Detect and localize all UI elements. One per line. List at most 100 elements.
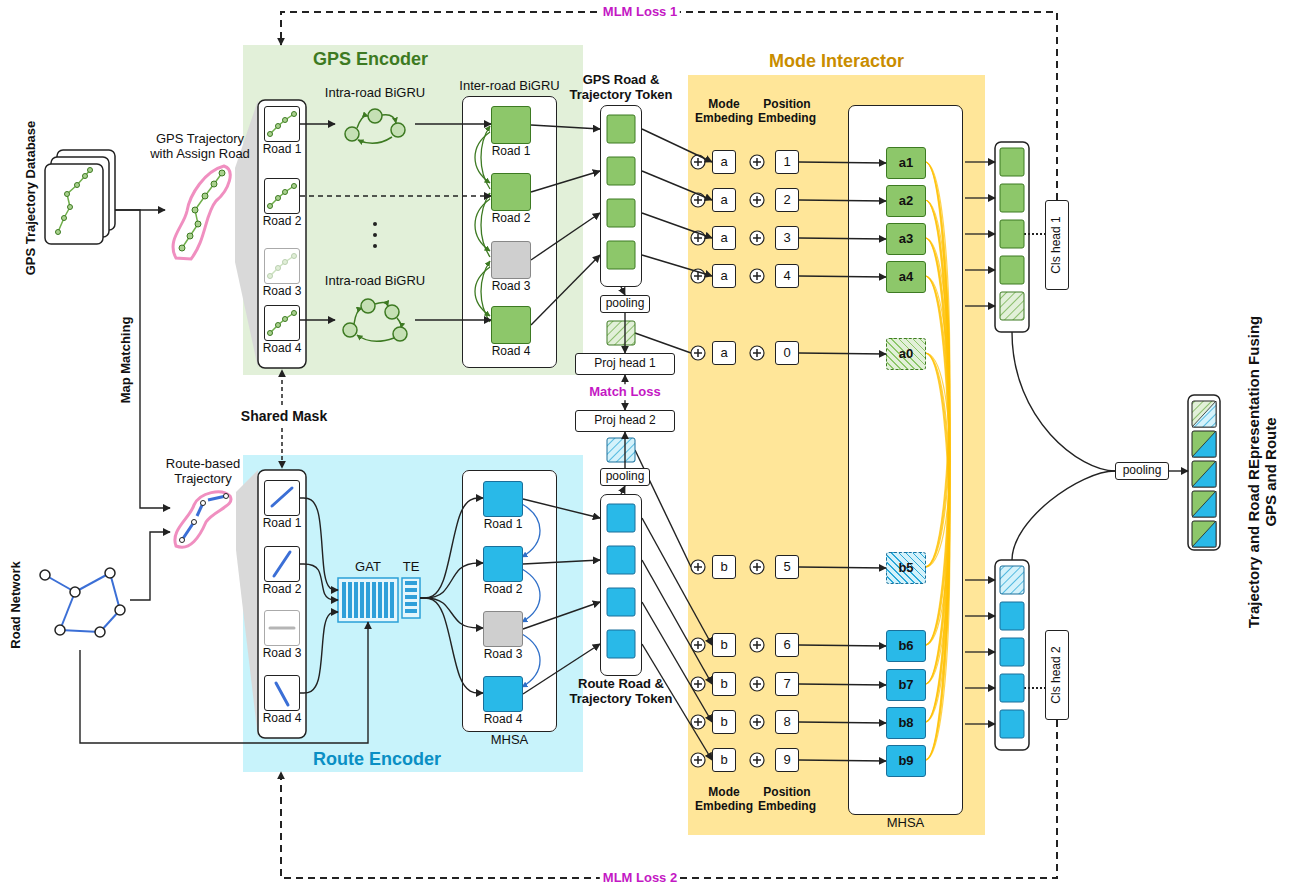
icon-node: GPS Trajectory with Assign Road — [165, 165, 235, 265]
icon-node: GPS Trajectory Database — [45, 150, 115, 245]
plus-symbol — [691, 346, 705, 360]
plus-symbol — [750, 231, 764, 245]
panel-box: Route Road & Trajectory Token — [600, 494, 642, 676]
token-square — [1000, 638, 1024, 666]
node-label: Route Road & Trajectory Token — [569, 677, 673, 707]
plus-symbol — [750, 155, 764, 169]
te-bar — [405, 595, 417, 599]
plus-symbol — [691, 193, 705, 207]
process-box: pooling — [600, 295, 650, 313]
node-label: a — [720, 155, 727, 170]
panel-box: GPS Road & Trajectory Token — [600, 105, 642, 287]
output-arrow — [965, 269, 995, 270]
route-road-icon — [270, 627, 294, 630]
token-square — [1000, 710, 1024, 738]
node-label: b — [720, 715, 727, 730]
token-box: a3 — [886, 223, 926, 255]
token-box: Road 1 — [483, 481, 523, 517]
node-label: a1 — [899, 156, 913, 171]
node-label: Road 3 — [484, 648, 523, 662]
edge-label: MLM Loss 2 — [600, 870, 680, 886]
road-box: Road 1 — [264, 480, 300, 516]
node-label: Road 4 — [263, 342, 302, 356]
connector — [531, 171, 600, 192]
process-box: Proj head 2 — [575, 410, 675, 432]
edge-label: Match Loss — [586, 384, 664, 400]
attention-arc — [522, 504, 540, 557]
route-road-icon — [274, 552, 290, 576]
node-label: GPS Trajectory Database — [24, 120, 39, 275]
token-box: a2 — [886, 185, 926, 217]
te-bar — [405, 588, 417, 592]
connector — [642, 171, 712, 200]
connector — [420, 598, 483, 628]
route-road-icon — [276, 683, 288, 705]
icon-node: Route-based Trajectory — [170, 490, 236, 550]
icon-node: Intra-road BiGRU — [335, 292, 415, 342]
node-label: a3 — [899, 232, 913, 247]
node-label: 3 — [783, 231, 790, 246]
node-label: Proj head 1 — [594, 357, 655, 371]
node-label: b7 — [898, 678, 913, 693]
plus-symbol — [750, 346, 764, 360]
node-label: 7 — [783, 677, 790, 692]
gat-bar — [378, 582, 382, 618]
token-square — [607, 321, 635, 345]
attention-curve — [925, 238, 950, 760]
gru-arc — [481, 261, 490, 322]
token-square — [607, 199, 635, 227]
gat-bar — [354, 582, 358, 618]
connector — [281, 720, 1057, 878]
node-label: pooling — [606, 470, 645, 484]
connector — [300, 319, 335, 320]
embedding-box: b — [712, 748, 736, 772]
token-square — [1000, 220, 1024, 248]
region-panel: Road 1Road 2Road 3Road 4GATTERoad 1Road … — [243, 455, 583, 772]
token-square — [1000, 148, 1024, 176]
annotation-label: Position Embeding — [756, 98, 818, 126]
node-label: Road 4 — [492, 345, 531, 359]
assigned-trajectory-icon — [173, 166, 230, 259]
plus-symbol — [750, 269, 764, 283]
node-label: 1 — [783, 155, 790, 170]
annotation-label: Shared Mask — [241, 408, 327, 424]
connector — [115, 210, 170, 508]
node-label: Intra-road BiGRU — [325, 86, 425, 101]
node-label: TE — [403, 560, 420, 575]
node-label: 6 — [783, 638, 790, 653]
panel-fills — [258, 96, 1220, 815]
node-label: GPS Road & Trajectory Token — [569, 73, 673, 103]
connector — [531, 213, 600, 260]
gru-arc — [475, 267, 490, 316]
gru-arc — [481, 193, 490, 257]
panel-box: Road 1Road 2Road 3Road 4MHSA — [462, 470, 557, 732]
node-label: b9 — [898, 754, 913, 769]
token-square — [607, 504, 635, 532]
node-label: 5 — [783, 560, 790, 575]
connector — [130, 532, 170, 600]
pooled-token: b5 — [886, 552, 926, 584]
te-bar — [405, 581, 417, 585]
embedding-box: b — [712, 555, 736, 579]
attention-curve — [925, 162, 950, 760]
region-panel: Road 1Road 2Road 3Road 4Intra-road BiGRU… — [243, 45, 583, 375]
annotation-label: Position Embeding — [756, 786, 818, 814]
icon-node: Road Network — [30, 560, 130, 650]
node-label: a4 — [899, 270, 913, 285]
fused-token-half — [1192, 431, 1216, 457]
embedding-box: 8 — [775, 710, 799, 734]
embedding-box: b — [712, 633, 736, 657]
token-square — [1000, 674, 1024, 702]
te-bar — [405, 602, 417, 606]
node-label: Mode Interactor — [769, 51, 904, 72]
node-label: b — [720, 560, 727, 575]
node-label: a — [720, 193, 727, 208]
fused-token-half — [1192, 491, 1216, 517]
icon-node: TE — [402, 578, 420, 618]
road-box: Road 4 — [264, 675, 300, 711]
gru-arc — [481, 126, 490, 189]
connector — [523, 499, 600, 518]
token-box: Road 2 — [483, 546, 523, 582]
token-square — [607, 630, 635, 658]
